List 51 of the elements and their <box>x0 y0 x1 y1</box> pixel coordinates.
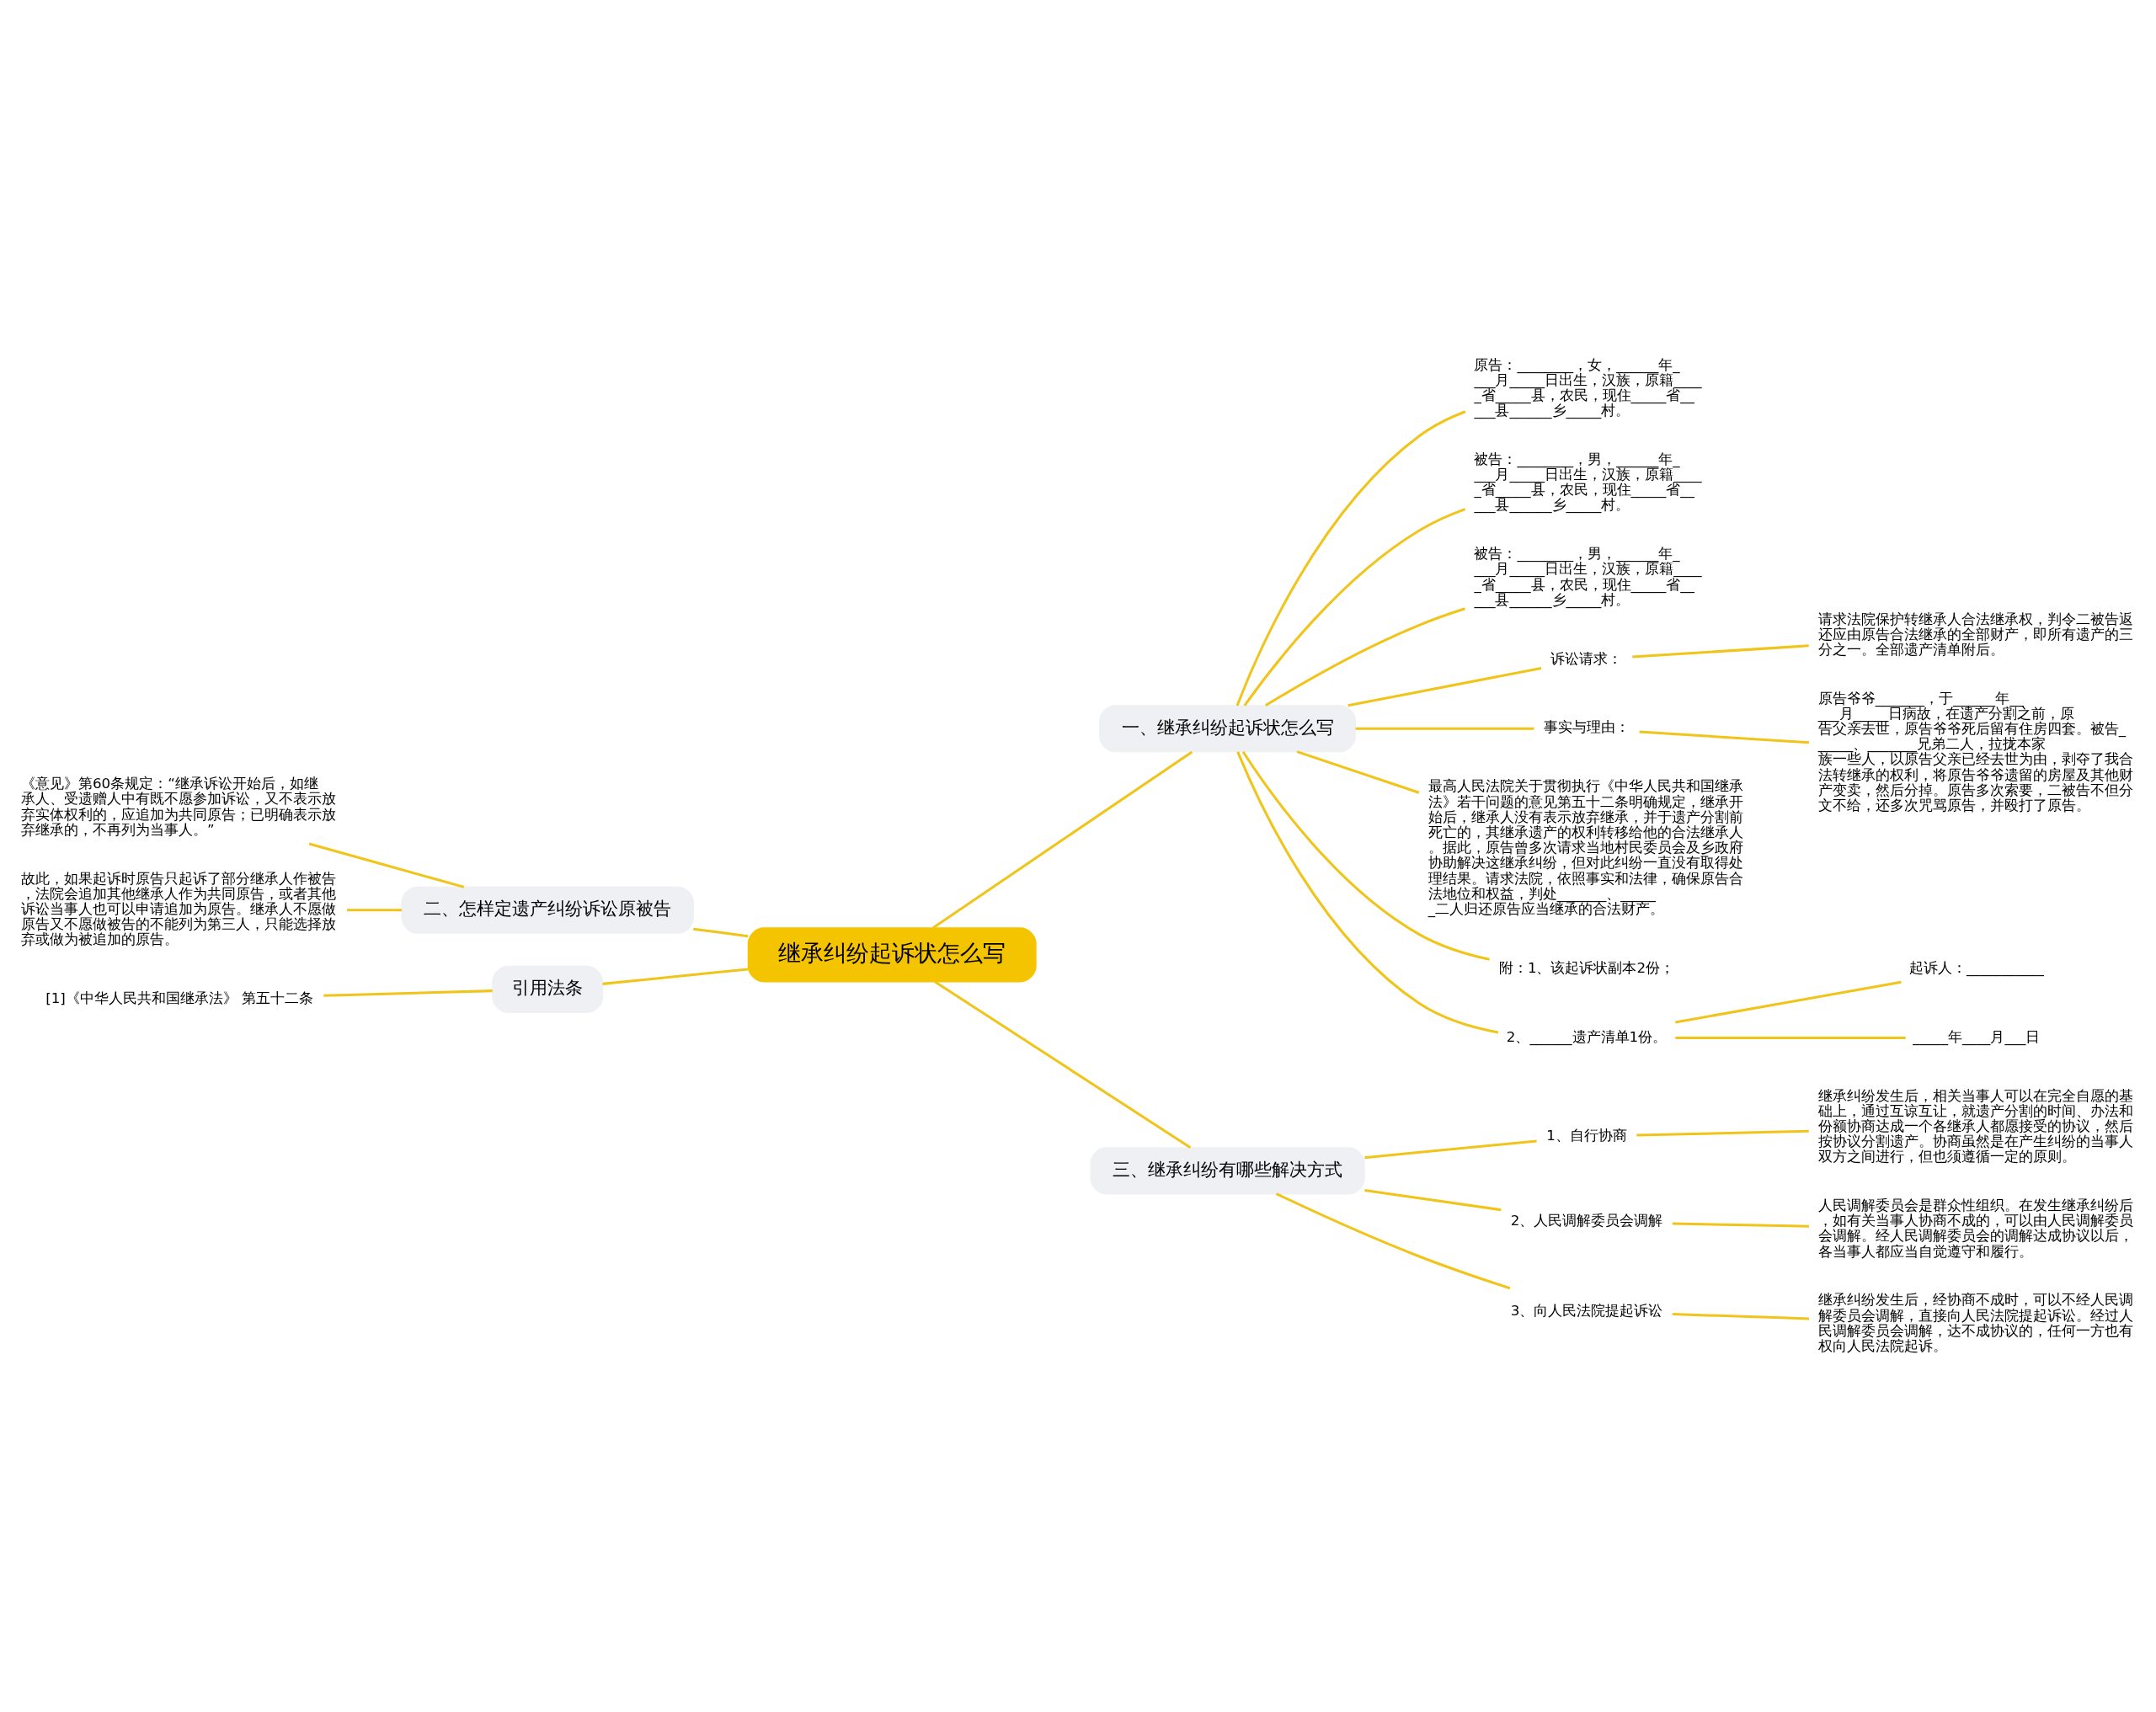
connector <box>347 908 403 911</box>
node-text: 2、人民调解委员会调解 <box>1510 1212 1663 1229</box>
connector <box>308 842 465 888</box>
connector <box>1672 1222 1809 1228</box>
node-text: 被告：________，男，______年____月_____日出生，汉族，原籍_____省_____县，农民，现住_____省_____县______乡_____村。 <box>1474 545 1702 608</box>
node-text: 人民调解委员会是群众性组织。在发生继承纠纷后，如有关当事人协商不成的，可以由人民调解委员会调解。经人民调解委员会的调解达成协议以后，各当事人都应当自觉遵守和履行。 <box>1817 1197 2133 1260</box>
connector <box>1675 1036 1906 1039</box>
node-text: [1]《中华人民共和国继承法》 第五十二条 <box>45 989 314 1006</box>
node-box: 引用法条 <box>492 965 604 1013</box>
node-text: 附：1、该起诉状副本2份； <box>1498 959 1675 976</box>
node-text: 诉讼请求： <box>1550 650 1623 667</box>
connector <box>1639 730 1809 744</box>
node-text: 原告：________，女，______年____月_____日出生，汉族，原籍_____省_____县，农民，现住_____省_____县______乡_____村。 <box>1474 356 1702 419</box>
node-box: 二、怎样定遗产纠纷诉讼原被告 <box>401 886 694 934</box>
node-text: 故此，如果起诉时原告只起诉了部分继承人作被告，法院会追加其他继承人作为共同原告，或者其他诉讼当事人也可以申请追加为原告。继承人不愿做原告又不愿做被告的不能列为第三人，只能选择放弃或做为被追加的原告。 <box>20 870 336 947</box>
connector <box>1672 1312 1809 1320</box>
connector <box>1243 507 1466 707</box>
connector <box>602 967 749 985</box>
connector <box>1236 750 1499 1033</box>
connector <box>1275 1192 1511 1289</box>
connector <box>932 750 1193 929</box>
connector <box>1636 1129 1809 1137</box>
node-text: 《意见》第60条规定：“继承诉讼开始后，如继承人、受遗赠人中有既不愿参加诉讼，又不表示放弃实体权利的，应追加为共同原告；已明确表示放弃继承的，不再列为当事人。” <box>20 775 336 838</box>
connector <box>1355 727 1534 730</box>
node-text: 请求法院保护转继承人合法继承权，判令二被告返还应由原告合法继承的全部财产，即所有遗产的三分之一。全部遗产清单附后。 <box>1817 611 2133 658</box>
connector <box>1364 1188 1502 1211</box>
node-text: 1、自行协商 <box>1546 1127 1627 1144</box>
connector <box>323 989 493 997</box>
node-text: 继承纠纷发生后，经协商不成时，可以不经人民调解委员会调解，直接向人民法院提起诉讼。经过人民调解委员会调解，达不成协议的，任何一方也有权向人民法院起诉。 <box>1817 1291 2133 1354</box>
node-text: 起诉人：___________ <box>1908 959 2044 976</box>
connector <box>1632 643 1809 658</box>
connector <box>1364 1139 1537 1159</box>
node-text: _____年____月___日 <box>1913 1028 2041 1045</box>
node-text: 事实与理由： <box>1544 718 1630 735</box>
connector <box>1235 409 1466 706</box>
connector <box>1348 666 1542 707</box>
connector <box>1264 606 1465 707</box>
node-text: 2、______遗产清单1份。 <box>1506 1028 1668 1045</box>
node-box: 一、继承纠纷起诉状怎么写 <box>1099 704 1357 752</box>
connector <box>1296 749 1420 794</box>
connector <box>1675 980 1902 1023</box>
node-text: 最高人民法院关于贯彻执行《中华人民共和国继承法》若干问题的意见第五十二条明确规定，继承开始后，继承人没有表示放弃继承，并于遗产分割前死亡的，其继承遗产的权利转移给他的合法继承人。据此，原告曾多次请求当地村民委员会及乡政府协助解决这继承纠纷，但对此纠纷一直没有取得处理结果。请求法院，依照事实和法律，确保原告合法地位和权益，判处_______、______二人归还原告应当继承的合法财产。 <box>1428 777 1743 917</box>
node-text: 原告爷爷_______，于______年_____月_____日病故，在遗产分割之前，原告父亲去世，原告爷爷死后留有住房四套。被告______、_______兄弟二人，拉拢本家族一些人，以原告父亲已经去世为由，剥夺了我合法转继承的权利，将原告爷爷遗留的房屋及其他财产变卖，然后分掉。原告多次索要，二被告不但分文不给，还多次咒骂原告，并殴打了原告。 <box>1817 690 2133 813</box>
node-text: 继承纠纷发生后，相关当事人可以在完全自愿的基础上，通过互谅互让，就遗产分割的时间、办法和份额协商达成一个各继承人都愿接受的协议，然后按协议分割遗产。协商虽然是在产生纠纷的当事人双方之间进行，但也须遵循一定的原则。 <box>1817 1087 2133 1165</box>
connector <box>1241 750 1490 961</box>
node-text: 被告：________，男，______年____月_____日出生，汉族，原籍_____省_____县，农民，现住_____省_____县______乡_____村。 <box>1474 451 1702 513</box>
node-text: 3、向人民法院提起诉讼 <box>1510 1302 1663 1319</box>
node-box: 三、继承纠纷有哪些解决方式 <box>1090 1146 1365 1194</box>
connector <box>934 980 1192 1149</box>
node-box: 继承纠纷起诉状怎么写 <box>747 926 1037 982</box>
connector <box>693 927 749 937</box>
